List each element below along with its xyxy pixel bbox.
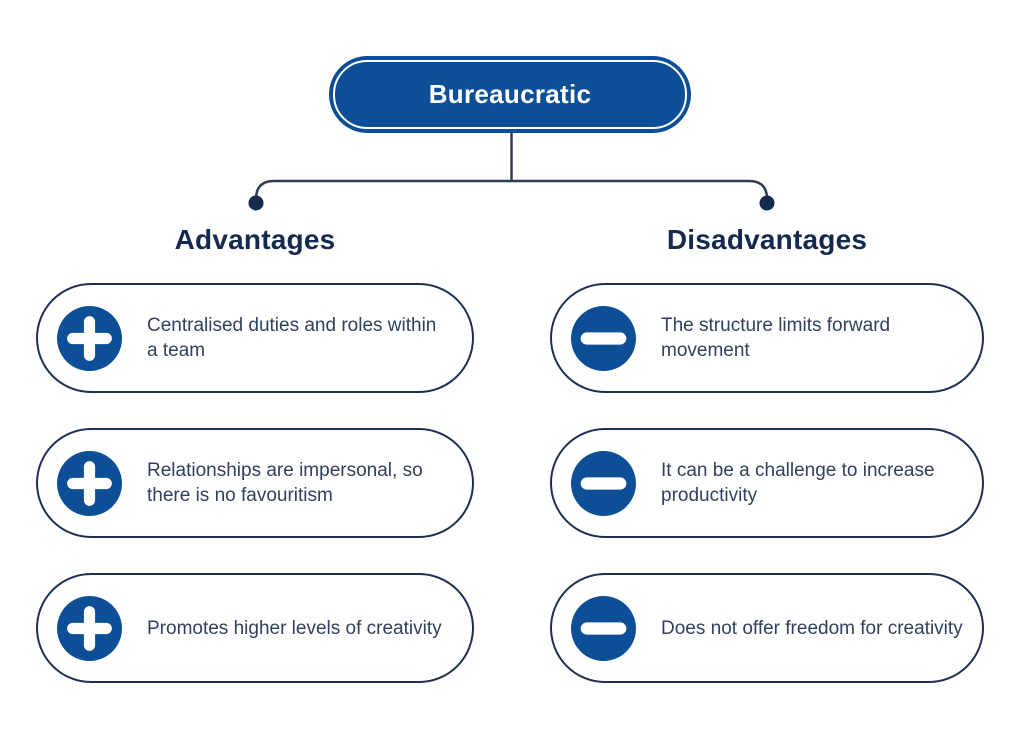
advantages-heading: Advantages [174, 224, 336, 255]
disadvantages-heading: Disadvantages [666, 224, 868, 255]
card-text: Relationships are impersonal, so there i… [147, 460, 423, 506]
card-text: Promotes higher levels of creativity [147, 617, 442, 639]
branch-line [254, 179, 769, 200]
card-text: Does not offer freedom for creativity [661, 617, 963, 639]
right-branch-dot [759, 195, 775, 211]
minus-icon [571, 305, 636, 371]
disadvantage-card: The structure limits forward movement [550, 283, 984, 393]
root-node: Bureaucratic [329, 56, 691, 133]
minus-icon [571, 595, 636, 661]
card-text: The structure limits forward movement [661, 315, 891, 361]
root-node-label: Bureaucratic [428, 79, 592, 109]
card-text: Centralised duties and roles within a te… [147, 315, 437, 361]
minus-icon [571, 450, 636, 516]
branch-connector-line [248, 131, 775, 211]
plus-icon [57, 305, 122, 371]
advantage-card: Promotes higher levels of creativity [36, 573, 474, 683]
plus-icon [57, 595, 122, 661]
cards-grid: Centralised duties and roles within a te… [36, 283, 984, 683]
left-branch-dot [248, 195, 264, 211]
plus-icon [57, 450, 122, 516]
disadvantage-card: It can be a challenge to increase produc… [550, 428, 984, 538]
advantage-card: Relationships are impersonal, so there i… [36, 428, 474, 538]
card-text: It can be a challenge to increase produc… [661, 460, 935, 506]
disadvantage-card: Does not offer freedom for creativity [550, 573, 984, 683]
advantage-card: Centralised duties and roles within a te… [36, 283, 474, 393]
